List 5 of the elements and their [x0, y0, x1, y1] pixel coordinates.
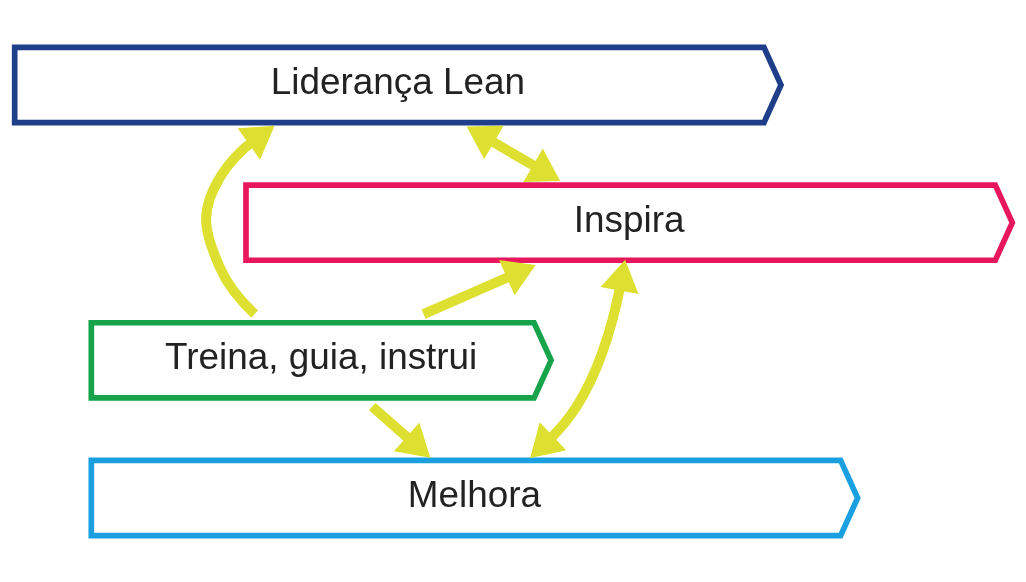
- arrow: [466, 125, 560, 182]
- arrow: [421, 259, 536, 319]
- arrow: [200, 125, 275, 318]
- arrow: [529, 259, 638, 458]
- arrow: [368, 402, 430, 458]
